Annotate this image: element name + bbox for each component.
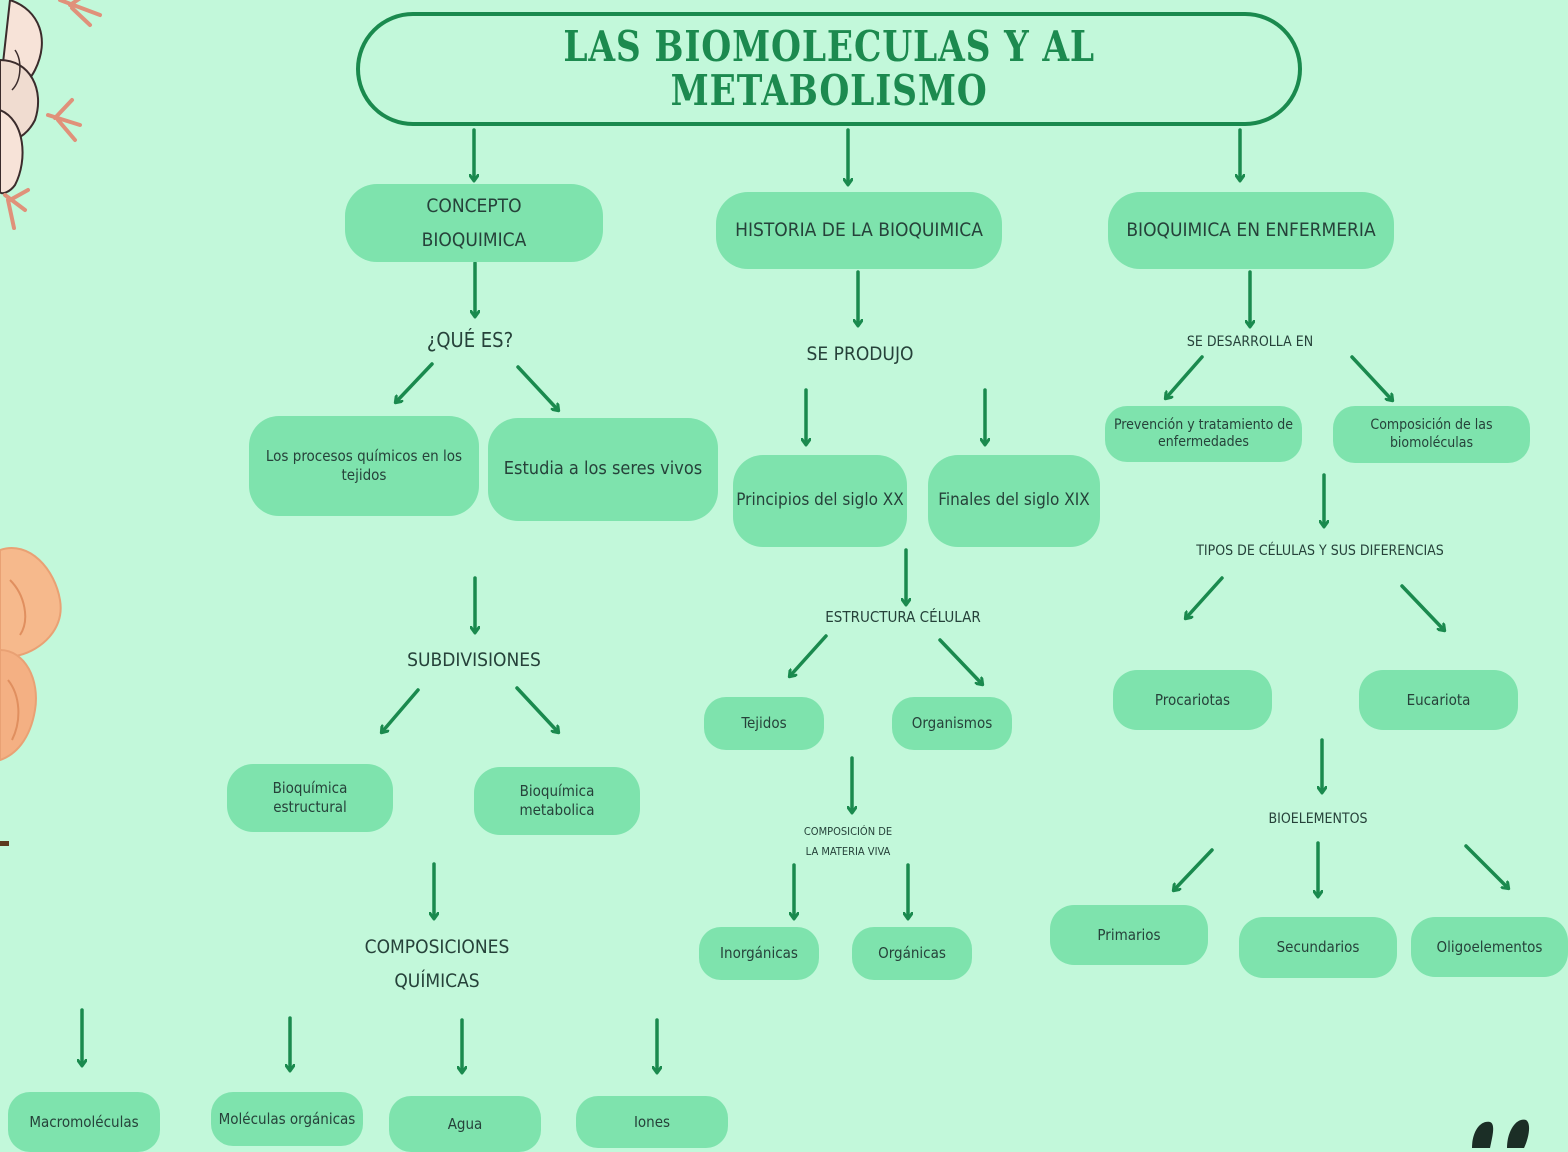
node-eucariota: Eucariota (1359, 670, 1518, 730)
node-iones-label: Iones (633, 1112, 671, 1131)
node-historia-bioquimica: HISTORIA DE LA BIOQUIMICA (716, 192, 1002, 269)
label-composiciones-quimicas: COMPOSICIONES QUÍMICAS (365, 930, 510, 998)
node-prevencion-tratamiento: Prevención y tratamiento de enfermedades (1105, 406, 1302, 462)
node-inorganicas: Inorgánicas (699, 927, 819, 980)
node-eucariota-label: Eucariota (1406, 690, 1471, 709)
node-agua-label: Agua (447, 1114, 483, 1133)
node-metabolica-line1: Bioquímica (519, 782, 595, 801)
node-procariotas-label: Procariotas (1154, 690, 1231, 709)
arrow-subdivisiones-to-metabolica (515, 686, 558, 732)
dark-leaf-decoration-bottom-right (1472, 1119, 1530, 1148)
node-moleculas-organicas: Moléculas orgánicas (211, 1092, 363, 1146)
node-organismos-label: Organismos (911, 714, 993, 733)
label-subdivisiones: SUBDIVISIONES (407, 649, 541, 671)
node-enfermeria-label: BIOQUIMICA EN ENFERMERIA (1126, 218, 1376, 241)
node-procesos-quimicos: Los procesos químicos en los tejidos (249, 416, 479, 516)
node-secundarios: Secundarios (1239, 917, 1397, 978)
node-iones: Iones (576, 1096, 728, 1148)
node-siglo-xx-label: Principios del siglo XX (736, 490, 904, 511)
arrow-bioelementos-to-oligoelementos (1464, 844, 1508, 888)
title-box: LAS BIOMOLECULAS Y AL METABOLISMO (356, 12, 1302, 126)
arrow-bioelementos-to-primarios (1174, 848, 1214, 890)
label-composicion-materia-viva: COMPOSICIÓN DE LA MATERIA VIVA (804, 822, 892, 862)
arrow-tipos-to-eucariota (1400, 584, 1444, 630)
label-composiciones-line1: COMPOSICIONES (364, 936, 510, 958)
label-composiciones-line2: QUÍMICAS (394, 970, 480, 992)
node-organicas: Orgánicas (852, 927, 972, 980)
node-concepto-line2: BIOQUIMICA (421, 229, 527, 251)
node-historia-label: HISTORIA DE LA BIOQUIMICA (735, 218, 983, 241)
node-concepto-bioquimica: CONCEPTO BIOQUIMICA (345, 184, 603, 262)
node-composicion-biomoleculas: Composición de las biomoléculas (1333, 406, 1530, 463)
node-composicion-biomoleculas-label: Composición de las biomoléculas (1370, 417, 1493, 451)
label-estructura-celular: ESTRUCTURA CÉLULAR (825, 608, 981, 626)
node-metabolica-line2: metabolica (519, 801, 595, 819)
node-inorganicas-label: Inorgánicas (720, 944, 798, 963)
arrow-que-es-to-procesos (396, 362, 434, 402)
arrow-estructura-to-organismos (938, 638, 982, 684)
node-agua: Agua (389, 1096, 541, 1152)
arrow-que-es-to-seres-vivos (516, 365, 558, 410)
node-estructural-line2: estructural (273, 798, 347, 816)
label-que-es: ¿QUÉ ES? (426, 328, 514, 352)
flower-decoration-left (0, 547, 62, 762)
node-macromoleculas-label: Macromoléculas (29, 1112, 139, 1131)
node-finales-siglo-xix: Finales del siglo XIX (928, 455, 1100, 547)
arrow-se-desarrolla-to-prevencion (1166, 355, 1204, 398)
arrow-se-desarrolla-to-composicion (1350, 355, 1392, 400)
node-procesos-label: Los procesos químicos en los tejidos (265, 447, 463, 484)
label-composicion-line1: COMPOSICIÓN DE (803, 825, 893, 838)
flower-decoration-top-left (0, 0, 102, 230)
node-tejidos: Tejidos (704, 697, 824, 750)
node-procariotas: Procariotas (1113, 670, 1272, 730)
node-bioquimica-enfermeria: BIOQUIMICA EN ENFERMERIA (1108, 192, 1394, 269)
node-secundarios-label: Secundarios (1276, 938, 1360, 957)
node-seres-vivos-label: Estudia a los seres vivos (503, 458, 703, 480)
node-organismos: Organismos (892, 697, 1012, 750)
page-title: LAS BIOMOLECULAS Y AL METABOLISMO (563, 25, 1095, 113)
arrow-tipos-to-procariotas (1186, 576, 1224, 618)
node-oligoelementos-label: Oligoelementos (1436, 937, 1543, 956)
label-composicion-line2: LA MATERIA VIVA (805, 845, 891, 858)
node-concepto-line1: CONCEPTO (426, 195, 522, 217)
node-prevencion-label: Prevención y tratamiento de enfermedades (1113, 416, 1294, 451)
arrow-subdivisiones-to-estructural (382, 688, 420, 732)
label-tipos-celulas: TIPOS DE CÉLULAS Y SUS DIFERENCIAS (1196, 543, 1444, 559)
label-se-desarrolla-en: SE DESARROLLA EN (1186, 334, 1314, 350)
node-moleculas-organicas-label: Moléculas orgánicas (218, 1109, 356, 1128)
title-line-2: METABOLISMO (670, 66, 988, 115)
node-macromoleculas: Macromoléculas (8, 1092, 160, 1152)
node-organicas-label: Orgánicas (878, 944, 946, 963)
node-tejidos-label: Tejidos (741, 714, 787, 733)
node-primarios: Primarios (1050, 905, 1208, 965)
node-oligoelementos: Oligoelementos (1411, 917, 1568, 977)
title-line-1: LAS BIOMOLECULAS Y AL (563, 22, 1095, 71)
node-siglo-xix-label: Finales del siglo XIX (938, 490, 1090, 511)
node-estudia-seres-vivos: Estudia a los seres vivos (488, 418, 718, 521)
node-primarios-label: Primarios (1097, 925, 1161, 944)
node-estructural-line1: Bioquímica (272, 779, 348, 798)
brown-mark-decoration (0, 841, 9, 846)
label-bioelementos: BIOELEMENTOS (1268, 811, 1368, 827)
arrow-estructura-to-tejidos (790, 634, 828, 676)
node-principios-siglo-xx: Principios del siglo XX (733, 455, 907, 547)
label-se-produjo: SE PRODUJO (806, 343, 914, 365)
